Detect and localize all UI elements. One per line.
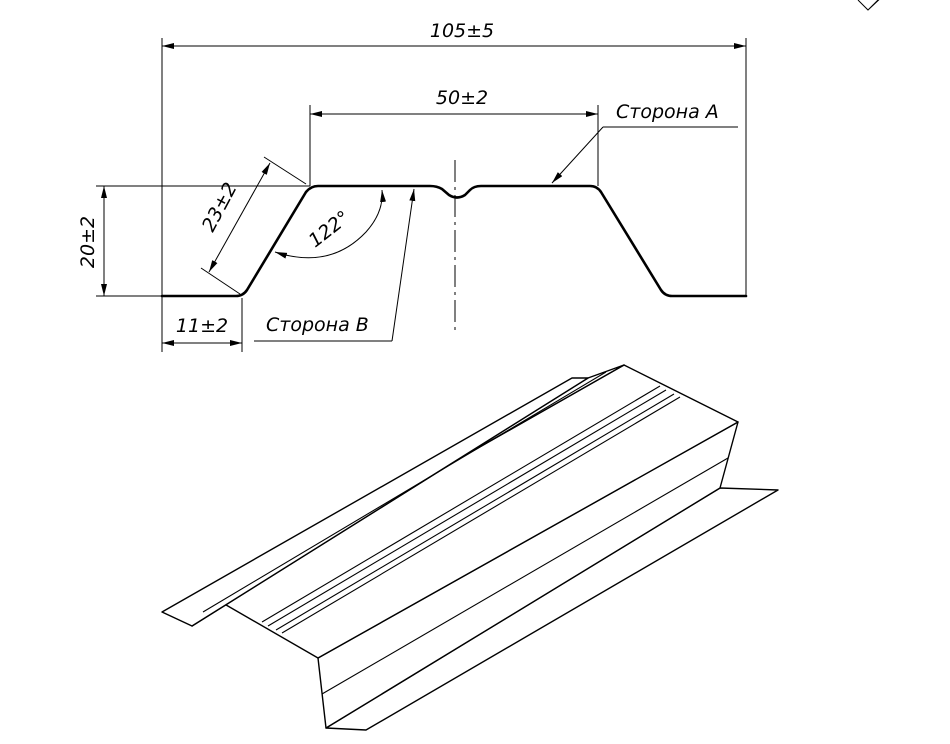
ext-line-slope-bottom xyxy=(200,267,241,295)
ext-line-slope-top xyxy=(263,156,307,185)
dim-slope-length: 23±2 xyxy=(198,179,242,235)
dim-flange-width: 11±2 xyxy=(176,315,228,337)
leader-side-b xyxy=(391,188,416,342)
dim-line-slope xyxy=(208,162,271,273)
iso-left-flange xyxy=(161,377,589,627)
iso-groove-4 xyxy=(281,396,681,634)
iso-crease-slope xyxy=(321,457,729,695)
label-side-b: Сторона В xyxy=(266,314,369,336)
leader-side-a xyxy=(551,126,604,184)
iso-groove-2 xyxy=(267,389,667,627)
isometric-view xyxy=(161,364,779,731)
iso-groove-1 xyxy=(261,385,661,623)
label-side-a: Сторона А xyxy=(616,101,719,123)
profile-section xyxy=(160,184,748,298)
iso-groove-3 xyxy=(275,393,675,631)
angle-arc xyxy=(274,189,387,259)
iso-crease-left xyxy=(202,371,607,613)
roughness-symbol xyxy=(857,0,880,11)
dim-top-width: 50±2 xyxy=(436,87,488,109)
dim-overall-width: 105±5 xyxy=(430,20,494,42)
dim-angle: 122° xyxy=(305,207,355,253)
dim-height: 20±2 xyxy=(77,216,99,268)
